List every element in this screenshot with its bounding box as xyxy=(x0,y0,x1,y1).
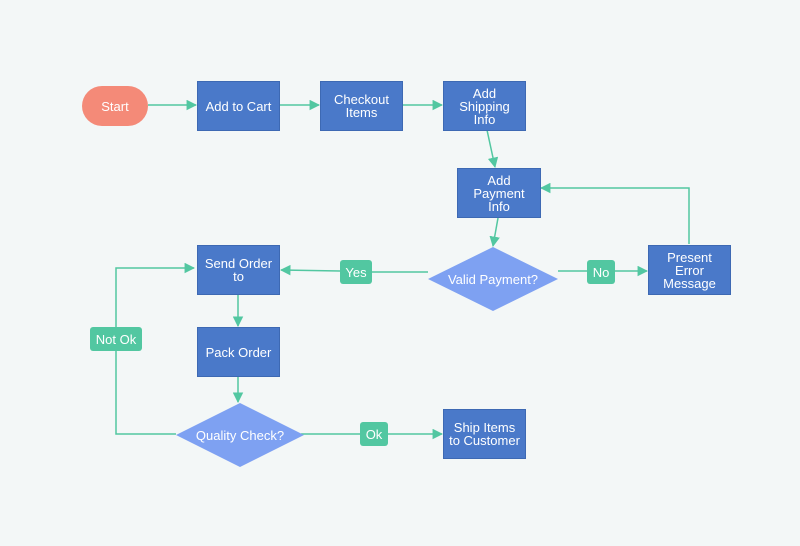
edge-yes-to-send-order xyxy=(279,264,341,276)
edge-payment-to-valid xyxy=(489,217,500,248)
not-ok-label: Not Ok xyxy=(90,327,142,351)
present-error-message-node[interactable]: Present Error Message xyxy=(648,245,731,295)
checkout-items-node[interactable]: Checkout Items xyxy=(320,81,403,131)
send-order-node[interactable]: Send Order to xyxy=(197,245,280,295)
ship-items-node[interactable]: Ship Items to Customer xyxy=(443,409,526,459)
add-shipping-info-node[interactable]: Add Shipping Info xyxy=(443,81,526,131)
add-payment-info-node[interactable]: Add Payment Info xyxy=(457,168,541,218)
quality-check-decision[interactable]: Quality Check? xyxy=(195,427,285,443)
yes-label: Yes xyxy=(340,260,372,284)
add-to-cart-node[interactable]: Add to Cart xyxy=(197,81,280,131)
ok-label: Ok xyxy=(360,422,388,446)
start-node[interactable]: Start xyxy=(82,86,148,126)
no-label: No xyxy=(587,260,615,284)
edge-shipping-to-payment xyxy=(486,129,499,169)
edge-quality-to-send-notok xyxy=(115,262,196,435)
valid-payment-decision[interactable]: Valid Payment? xyxy=(447,271,539,287)
valid-payment-diamond xyxy=(428,247,558,311)
pack-order-node[interactable]: Pack Order xyxy=(197,327,280,377)
edge-error-to-payment xyxy=(539,182,690,244)
quality-check-diamond xyxy=(176,403,304,467)
